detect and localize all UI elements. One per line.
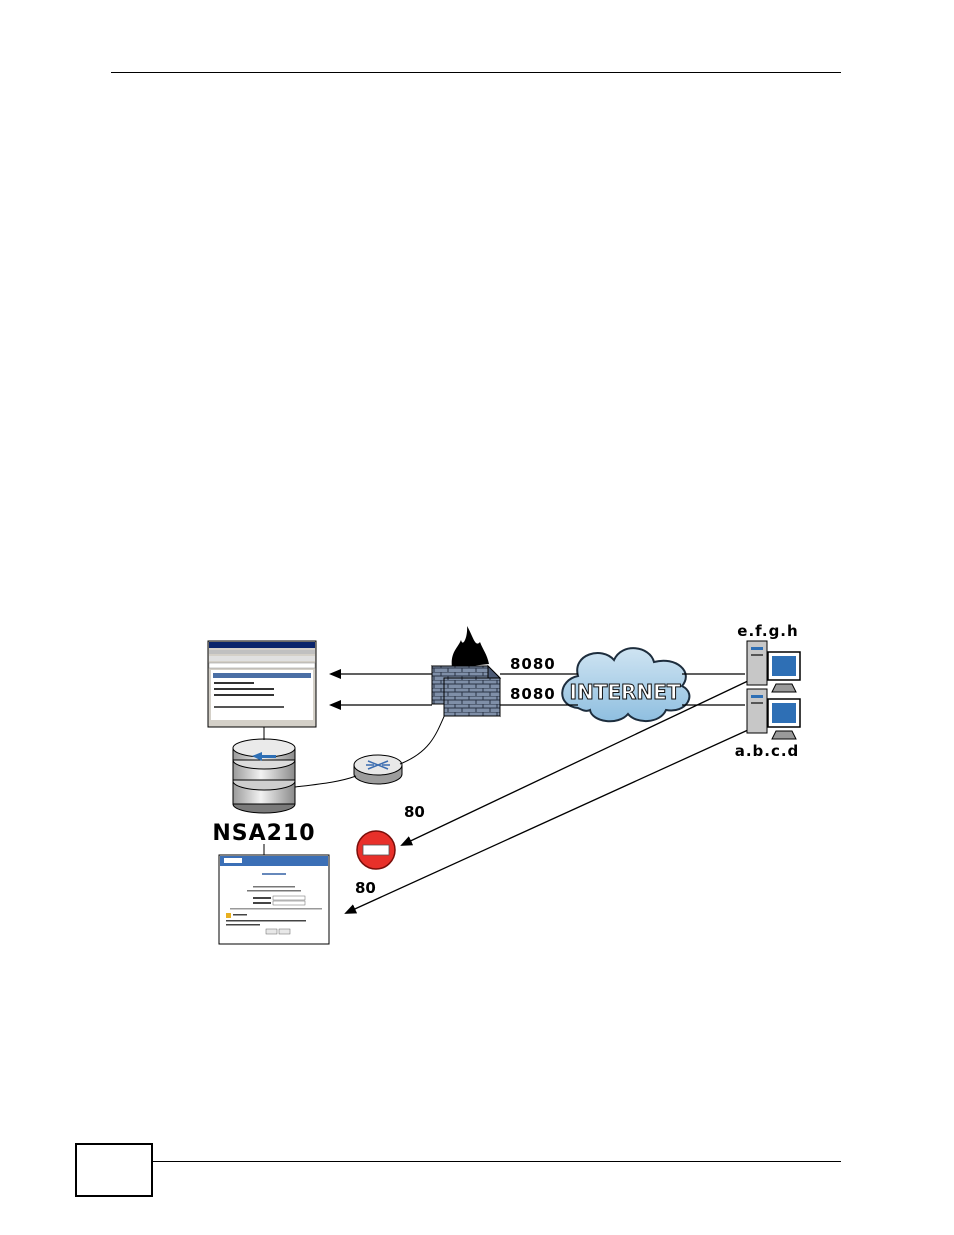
router-firewall-cable xyxy=(400,712,446,764)
port-label-bottom: 80 xyxy=(355,879,376,897)
no-entry-icon xyxy=(357,831,395,869)
login-screen-icon xyxy=(219,855,329,944)
port-label-top: 8080 xyxy=(510,655,556,673)
computer-icon-top xyxy=(747,641,800,692)
device-label: NSA210 xyxy=(212,821,315,846)
nsa-router-cable xyxy=(295,776,356,787)
host-label-top: e.f.g.h xyxy=(737,622,798,640)
port-label-blocked: 80 xyxy=(404,803,425,821)
router-icon xyxy=(354,755,402,784)
host-label-bottom: a.b.c.d xyxy=(735,742,800,760)
firewall-icon xyxy=(432,626,500,716)
computer-icon-bottom xyxy=(747,689,800,739)
port-label-middle: 8080 xyxy=(510,685,556,703)
internet-label: INTERNET xyxy=(570,680,681,704)
nsa210-device xyxy=(233,739,295,813)
browser-window-icon xyxy=(208,641,316,727)
arrow-80-bottom xyxy=(346,730,748,913)
